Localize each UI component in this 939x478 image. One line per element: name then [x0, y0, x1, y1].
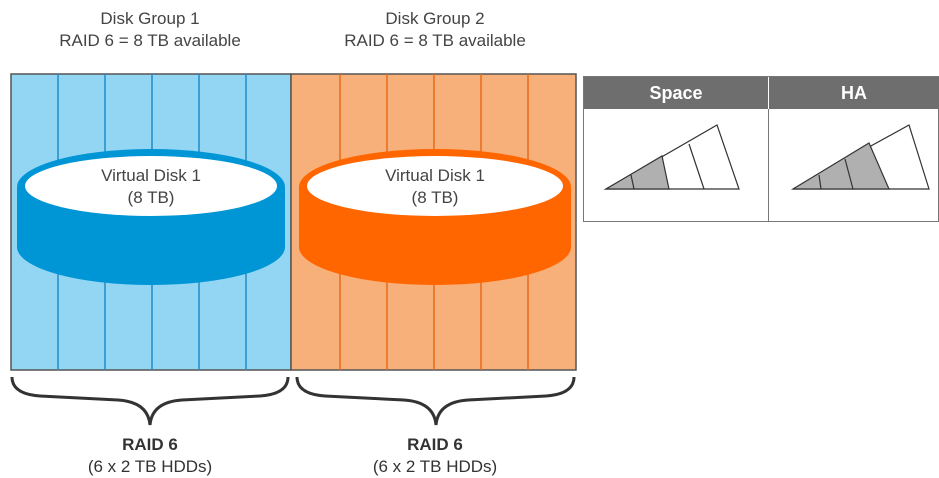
legend-divider [768, 109, 769, 221]
virtual-disk-1-cylinder-group-2 [299, 149, 571, 285]
disk-group-2-label: Disk Group 2 RAID 6 = 8 TB available [285, 8, 585, 52]
raid-label-group-2: RAID 6 (6 x 2 TB HDDs) [285, 434, 585, 478]
virtual-disk-1-size-group-1: (8 TB) [128, 188, 175, 207]
disk-group-1-title: Disk Group 1 [100, 9, 200, 28]
disk-group-2-panel [290, 73, 577, 371]
virtual-disk-1-name-group-2: Virtual Disk 1 [385, 166, 485, 185]
raid-detail-group-2: (6 x 2 TB HDDs) [372, 457, 498, 476]
disk-group-2-title: Disk Group 2 [385, 9, 485, 28]
raid-brace-group-1 [10, 376, 290, 426]
legend-header-ha: HA [768, 77, 939, 109]
ha-wedge-icon [790, 124, 930, 190]
raid-detail-group-1: (6 x 2 TB HDDs) [87, 457, 213, 476]
tradeoff-legend: Space HA [583, 76, 939, 222]
disk-group-1-subtitle: RAID 6 = 8 TB available [59, 31, 241, 50]
raid-brace-group-2 [295, 376, 576, 426]
disk-group-2-subtitle: RAID 6 = 8 TB available [344, 31, 526, 50]
virtual-disk-1-cylinder-group-1 [17, 149, 285, 285]
raid-label-group-1: RAID 6 (6 x 2 TB HDDs) [0, 434, 300, 478]
space-wedge-icon [603, 124, 740, 190]
disk-group-1-label: Disk Group 1 RAID 6 = 8 TB available [0, 8, 300, 52]
legend-header-space: Space [584, 77, 768, 109]
virtual-disk-1-name-group-1: Virtual Disk 1 [101, 166, 201, 185]
virtual-disk-1-size-group-2: (8 TB) [412, 188, 459, 207]
disk-group-1-panel [10, 73, 292, 371]
raid-level-group-1: RAID 6 [122, 435, 178, 454]
raid-level-group-2: RAID 6 [407, 435, 463, 454]
